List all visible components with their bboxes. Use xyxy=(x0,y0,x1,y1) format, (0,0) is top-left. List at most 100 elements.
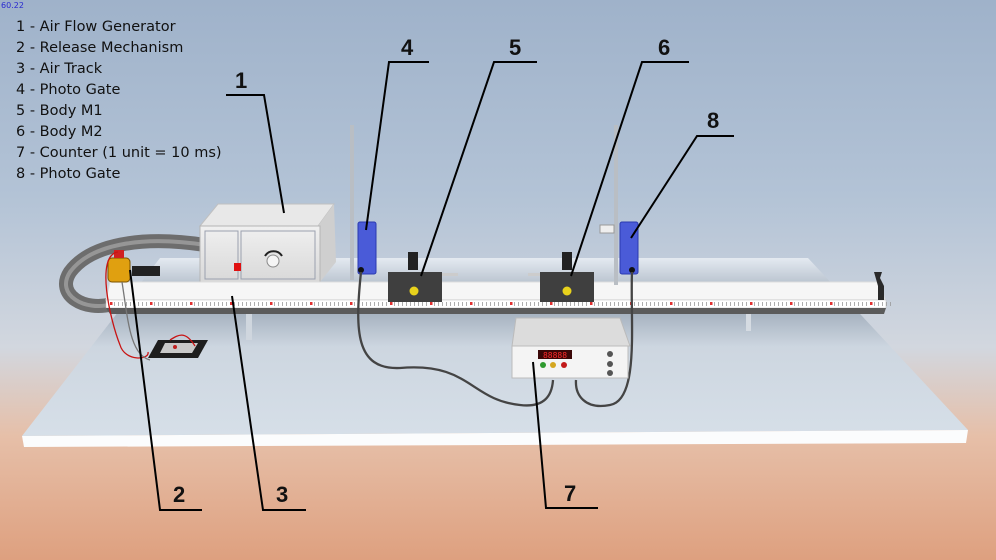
counter-display: 88888 xyxy=(543,351,567,360)
ruler-major-tick xyxy=(590,302,593,305)
ruler-tick xyxy=(442,302,443,306)
ruler-tick xyxy=(738,302,739,306)
ruler-tick xyxy=(446,302,447,306)
ruler-tick xyxy=(290,302,291,306)
ruler-tick xyxy=(162,302,163,306)
ruler-major-tick xyxy=(830,302,833,305)
counter[interactable]: 88888 xyxy=(511,317,631,379)
ruler-tick xyxy=(326,302,327,306)
legend-item: 6 - Body M2 xyxy=(16,124,103,140)
ruler-tick xyxy=(886,302,887,306)
ruler-tick xyxy=(890,302,891,306)
ruler-tick xyxy=(250,302,251,306)
ruler-tick xyxy=(158,302,159,306)
ruler-tick xyxy=(838,302,839,306)
release-mechanism[interactable] xyxy=(105,250,160,361)
ruler-tick xyxy=(166,302,167,306)
ruler-tick xyxy=(798,302,799,306)
ruler-tick xyxy=(846,302,847,306)
ruler-tick xyxy=(586,302,587,306)
ruler-tick xyxy=(658,302,659,306)
ruler-major-tick xyxy=(110,302,113,305)
ruler-major-tick xyxy=(670,302,673,305)
ruler-tick xyxy=(170,302,171,306)
ruler-tick xyxy=(570,302,571,306)
ruler-major-tick xyxy=(350,302,353,305)
ruler-tick xyxy=(426,302,427,306)
ruler-tick xyxy=(118,302,119,306)
ruler-tick xyxy=(154,302,155,306)
ruler-tick xyxy=(698,302,699,306)
ruler-tick xyxy=(574,302,575,306)
ruler-tick xyxy=(330,302,331,306)
ruler-tick xyxy=(866,302,867,306)
air-track xyxy=(105,272,891,340)
ruler-tick xyxy=(422,302,423,306)
body-m1[interactable] xyxy=(388,252,458,302)
ruler-tick xyxy=(114,302,115,306)
ruler-tick xyxy=(834,302,835,306)
air-flow-generator[interactable] xyxy=(198,203,336,284)
ruler-tick xyxy=(262,302,263,306)
photo-gate-1-stand xyxy=(350,125,354,280)
ruler-tick xyxy=(858,302,859,306)
ruler-tick xyxy=(126,302,127,306)
ruler-tick xyxy=(278,302,279,306)
ruler-tick xyxy=(346,302,347,306)
ruler-tick xyxy=(850,302,851,306)
ruler-tick xyxy=(610,302,611,306)
callout-5: 5 xyxy=(509,35,522,60)
ruler-tick xyxy=(694,302,695,306)
ruler-tick xyxy=(370,302,371,306)
ruler-tick xyxy=(606,302,607,306)
ruler-tick xyxy=(486,302,487,306)
ruler-tick xyxy=(234,302,235,306)
ruler-tick xyxy=(530,302,531,306)
ruler-tick xyxy=(758,302,759,306)
ruler-tick xyxy=(882,302,883,306)
ruler-tick xyxy=(282,302,283,306)
ruler-tick xyxy=(786,302,787,306)
ruler-tick xyxy=(238,302,239,306)
ruler-tick xyxy=(854,302,855,306)
callout-1: 1 xyxy=(235,68,248,93)
ruler-tick xyxy=(626,302,627,306)
ruler-tick xyxy=(622,302,623,306)
photo-gate-2-stand xyxy=(614,125,618,285)
legend-item: 1 - Air Flow Generator xyxy=(16,19,176,35)
ruler-tick xyxy=(410,302,411,306)
ruler-tick xyxy=(342,302,343,306)
ruler-major-tick xyxy=(270,302,273,305)
ruler-tick xyxy=(722,302,723,306)
ruler-tick xyxy=(714,302,715,306)
ruler-tick xyxy=(334,302,335,306)
ruler-tick xyxy=(138,302,139,306)
ruler-tick xyxy=(466,302,467,306)
leader-lines xyxy=(129,61,734,511)
ruler-tick xyxy=(382,302,383,306)
ruler-tick xyxy=(438,302,439,306)
ruler-tick xyxy=(686,302,687,306)
ruler-tick xyxy=(618,302,619,306)
callout-3: 3 xyxy=(276,482,289,507)
ruler-major-tick xyxy=(430,302,433,305)
ruler-tick xyxy=(494,302,495,306)
ruler-tick xyxy=(458,302,459,306)
callout-4: 4 xyxy=(401,35,414,60)
ruler-tick xyxy=(314,302,315,306)
ruler-tick xyxy=(214,302,215,306)
ruler-major-tick xyxy=(750,302,753,305)
power-switch[interactable] xyxy=(234,263,241,271)
ruler-tick xyxy=(146,302,147,306)
ruler-tick xyxy=(778,302,779,306)
volume-knob[interactable] xyxy=(266,254,280,268)
ruler-tick xyxy=(226,302,227,306)
ruler-tick xyxy=(794,302,795,306)
ruler-tick xyxy=(174,302,175,306)
ruler-major-tick xyxy=(550,302,553,305)
ruler-tick xyxy=(478,302,479,306)
ruler-tick xyxy=(862,302,863,306)
ruler-tick xyxy=(746,302,747,306)
body-m2[interactable] xyxy=(528,252,594,302)
